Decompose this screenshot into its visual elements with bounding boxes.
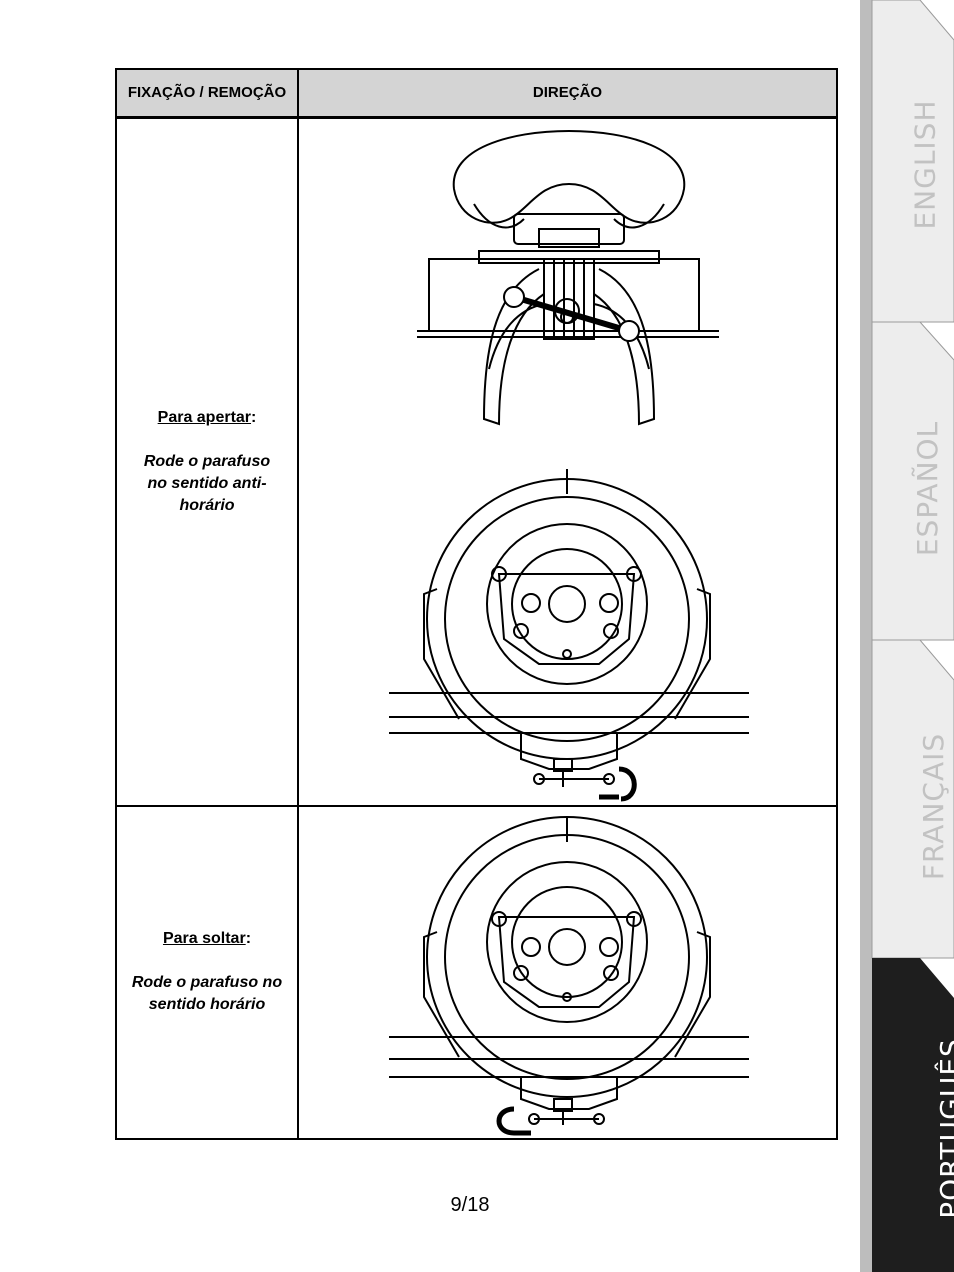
table-row-loosen: Para soltar: Rode o parafuso no sentido … bbox=[115, 804, 838, 1141]
instruction-text-loosen: Rode o parafuso no sentido horário bbox=[131, 974, 283, 1014]
page-number: 9/18 bbox=[450, 1194, 490, 1216]
instruction-heading-tighten: Para apertar: bbox=[157, 409, 257, 427]
language-tabs: ENGLISH ESPAÑOL FRANÇAIS PORTUGUÊS bbox=[860, 0, 954, 1272]
tab-francais[interactable]: FRANÇAIS bbox=[917, 732, 951, 881]
tab-english[interactable]: ENGLISH bbox=[908, 99, 942, 230]
header-fixacao-remocao: FIXAÇÃO / REMOÇÃO bbox=[115, 68, 299, 120]
table-header-row: FIXAÇÃO / REMOÇÃO DIREÇÃO bbox=[115, 68, 838, 120]
instruction-cell-tighten: Para apertar: Rode o parafuso no sentido… bbox=[115, 116, 299, 807]
tab-portugues[interactable]: PORTUGUÊS bbox=[933, 1038, 954, 1219]
tab-shapes bbox=[860, 0, 954, 1272]
illustration-cell-loosen bbox=[297, 804, 838, 1141]
tab-espanol[interactable]: ESPAÑOL bbox=[911, 420, 945, 557]
instruction-cell-loosen: Para soltar: Rode o parafuso no sentido … bbox=[115, 804, 299, 1141]
clamp-illustration bbox=[389, 130, 749, 802]
wheel-loosen-illustration bbox=[389, 815, 749, 1136]
header-direcao: DIREÇÃO bbox=[297, 68, 838, 120]
table-row-tighten: Para apertar: Rode o parafuso no sentido… bbox=[115, 116, 838, 807]
mounting-table: FIXAÇÃO / REMOÇÃO DIREÇÃO Para apertar: … bbox=[115, 68, 838, 1141]
instruction-text-tighten: Rode o parafuso no sentido anti-horário bbox=[143, 453, 271, 515]
instruction-heading-loosen: Para soltar: bbox=[162, 930, 252, 948]
illustration-cell-tighten bbox=[297, 116, 838, 807]
